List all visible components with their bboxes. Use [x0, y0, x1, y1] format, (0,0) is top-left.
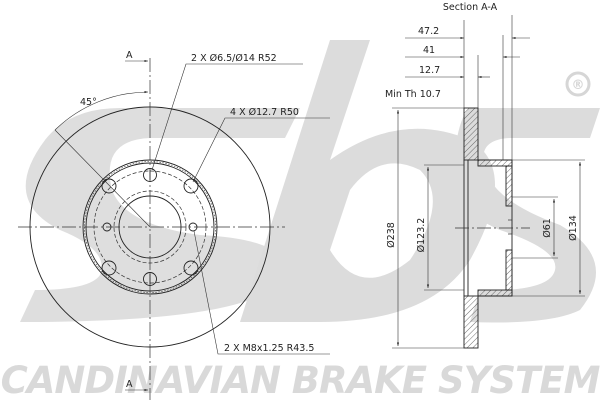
- sbs-logo-watermark: [20, 40, 600, 323]
- section-marker-bottom: A: [126, 379, 133, 390]
- callout-bolt-holes: 4 X Ø12.7 R50: [230, 107, 299, 118]
- dim-center-bore: Ø61: [542, 218, 553, 238]
- dim-disc-thickness: 12.7: [419, 65, 440, 76]
- dim-min-thickness: Min Th 10.7: [385, 89, 441, 100]
- dim-hat-height: 41: [423, 45, 435, 56]
- dim-inner-diameter: Ø123.2: [416, 218, 427, 253]
- section-title: Section A-A: [443, 2, 498, 13]
- registered-mark: ®: [565, 71, 591, 97]
- callout-threaded-holes: 2 X M8x1.25 R43.5: [224, 343, 314, 354]
- section-marker-top: A: [126, 50, 133, 61]
- dim-hat-diameter: Ø134: [568, 215, 579, 241]
- dim-outer-diameter: Ø238: [386, 222, 397, 248]
- brand-name: SCANDINAVIAN BRAKE SYSTEMS: [0, 359, 600, 400]
- callout-pilot-holes: 2 X Ø6.5/Ø14 R52: [191, 53, 277, 64]
- dim-overall-height: 47.2: [418, 26, 439, 37]
- svg-text:®: ®: [572, 78, 585, 93]
- bolt-holes: [101, 178, 199, 276]
- section-view: Section A-A 47.2 41 12.7 Min Th 10.7: [385, 2, 585, 349]
- front-view: 45° A A 2 X Ø6.5/Ø14 R52 4 X Ø12.7 R50 2…: [18, 50, 330, 400]
- angle-label: 45°: [80, 97, 97, 108]
